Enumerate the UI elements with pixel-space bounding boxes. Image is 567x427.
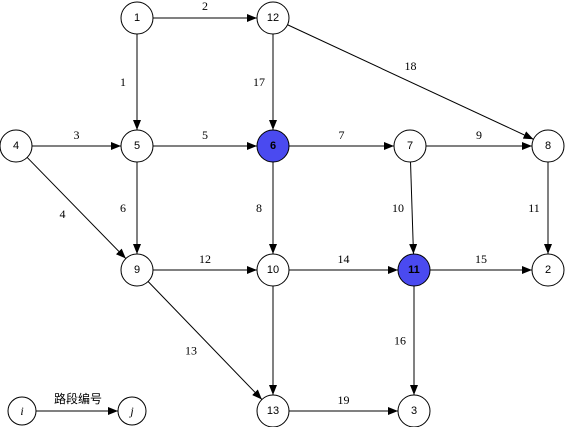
edge-label-5: 5 — [202, 128, 208, 142]
node-10: 10 — [256, 253, 290, 287]
node-circle-10 — [256, 253, 290, 287]
node-7: 7 — [393, 129, 427, 163]
edge-label-18: 18 — [405, 59, 417, 73]
node-12: 12 — [256, 1, 290, 35]
edge-label-10: 10 — [392, 201, 404, 215]
edge-label-17: 17 — [253, 75, 265, 89]
edge-label-7: 7 — [339, 128, 345, 142]
edge-label-1: 1 — [120, 75, 126, 89]
node-label-4: 4 — [13, 140, 19, 152]
edge-label-6: 6 — [120, 201, 126, 215]
edge-label-3: 3 — [74, 128, 80, 142]
node-label-12: 12 — [267, 12, 279, 24]
node-circle-7 — [393, 129, 427, 163]
node-label-13: 13 — [267, 405, 279, 417]
node-2: 2 — [531, 253, 565, 287]
node-circle-6 — [256, 129, 290, 163]
node-5: 5 — [120, 129, 154, 163]
edge-9-to-13 — [147, 281, 263, 400]
edges-layer — [26, 14, 552, 415]
edge-label-13: 13 — [185, 344, 197, 358]
edge-label-19: 19 — [338, 393, 350, 407]
edge-label-11: 11 — [528, 201, 540, 215]
edge-label-2: 2 — [202, 0, 208, 13]
node-circle-5 — [120, 129, 154, 163]
node-13: 13 — [256, 394, 290, 427]
legend-to-label: j — [128, 404, 134, 418]
edge-label-14: 14 — [338, 252, 350, 266]
edge-label-9: 9 — [476, 128, 482, 142]
node-6: 6 — [256, 129, 290, 163]
edge-12-to-8 — [287, 24, 534, 140]
legend-from-label: i — [20, 404, 23, 418]
node-label-10: 10 — [267, 264, 279, 276]
edge-label-4: 4 — [60, 207, 66, 221]
node-11: 11 — [397, 253, 431, 287]
node-3: 3 — [397, 394, 431, 427]
node-label-6: 6 — [270, 140, 276, 152]
node-circle-13 — [256, 394, 290, 427]
node-label-1: 1 — [134, 12, 140, 24]
edge-label-16: 16 — [394, 334, 406, 348]
legend-description: 路段编号 — [54, 391, 102, 406]
node-label-7: 7 — [407, 140, 413, 152]
edge-label-15: 15 — [475, 252, 487, 266]
legend: i 路段编号 j — [7, 391, 147, 426]
node-circle-8 — [531, 129, 565, 163]
node-label-2: 2 — [545, 264, 551, 276]
node-circle-1 — [120, 1, 154, 35]
edge-label-12: 12 — [199, 252, 211, 266]
node-label-11: 11 — [408, 264, 420, 276]
node-circle-2 — [531, 253, 565, 287]
node-circle-12 — [256, 1, 290, 35]
node-circle-4 — [0, 129, 33, 163]
edge-label-8: 8 — [256, 201, 262, 215]
node-label-3: 3 — [411, 405, 417, 417]
node-label-5: 5 — [134, 140, 140, 152]
legend-to-node — [117, 396, 147, 426]
node-label-8: 8 — [545, 140, 551, 152]
node-8: 8 — [531, 129, 565, 163]
node-4: 4 — [0, 129, 33, 163]
node-1: 1 — [120, 1, 154, 35]
node-label-9: 9 — [134, 264, 140, 276]
edge-4-to-9 — [26, 157, 127, 259]
node-circle-3 — [397, 394, 431, 427]
node-circle-11 — [397, 253, 431, 287]
node-9: 9 — [120, 253, 154, 287]
node-circle-9 — [120, 253, 154, 287]
edge-7-to-11 — [409, 161, 418, 255]
